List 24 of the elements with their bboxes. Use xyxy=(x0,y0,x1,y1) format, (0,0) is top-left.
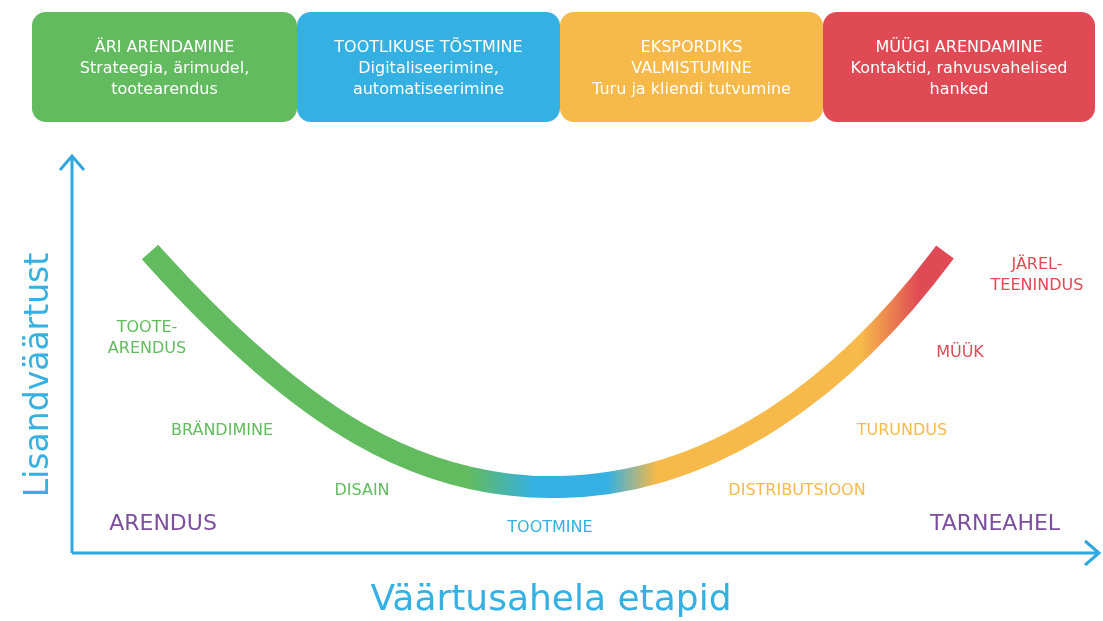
stage-label: DISAIN xyxy=(334,479,390,501)
box-heading: EKSPORDIKS VALMISTUMINE xyxy=(630,35,753,78)
box-description: Turu ja kliendi tutvumine xyxy=(591,77,792,99)
category-box xyxy=(560,12,823,122)
stage-label: TOOTE-ARENDUS xyxy=(106,317,188,359)
phase-label: ARENDUS xyxy=(109,508,217,537)
box-heading: ÄRI ARENDAMINE xyxy=(93,35,236,57)
box-description: Digitaliseerimine, automatiseerimine xyxy=(351,56,506,99)
box-heading: MÜÜGI ARENDAMINE xyxy=(874,35,1044,57)
stage-label: DISTRIBUTSIOON xyxy=(728,479,866,501)
phase-label: TARNEAHEL xyxy=(929,508,1061,537)
stage-label: BRÄNDIMINE xyxy=(171,419,273,441)
box-heading: TOOTLIKUSE TÕSTMINE xyxy=(333,35,524,57)
stage-label: MÜÜK xyxy=(936,341,984,363)
box-description: Kontaktid, rahvusvahelised hanked xyxy=(849,56,1069,99)
axis-title: Lisandväärtust xyxy=(15,252,57,498)
stage-label: TOOTMINE xyxy=(507,516,593,538)
category-box xyxy=(32,12,297,122)
box-description: Strateegia, ärimudel, tootearendus xyxy=(78,56,251,99)
category-box xyxy=(297,12,560,122)
category-box xyxy=(823,12,1095,122)
stage-label: JÄREL-TEENINDUS xyxy=(989,254,1085,296)
axis-title: Väärtusahela etapid xyxy=(370,575,732,620)
stage-label: TURUNDUS xyxy=(856,419,948,441)
